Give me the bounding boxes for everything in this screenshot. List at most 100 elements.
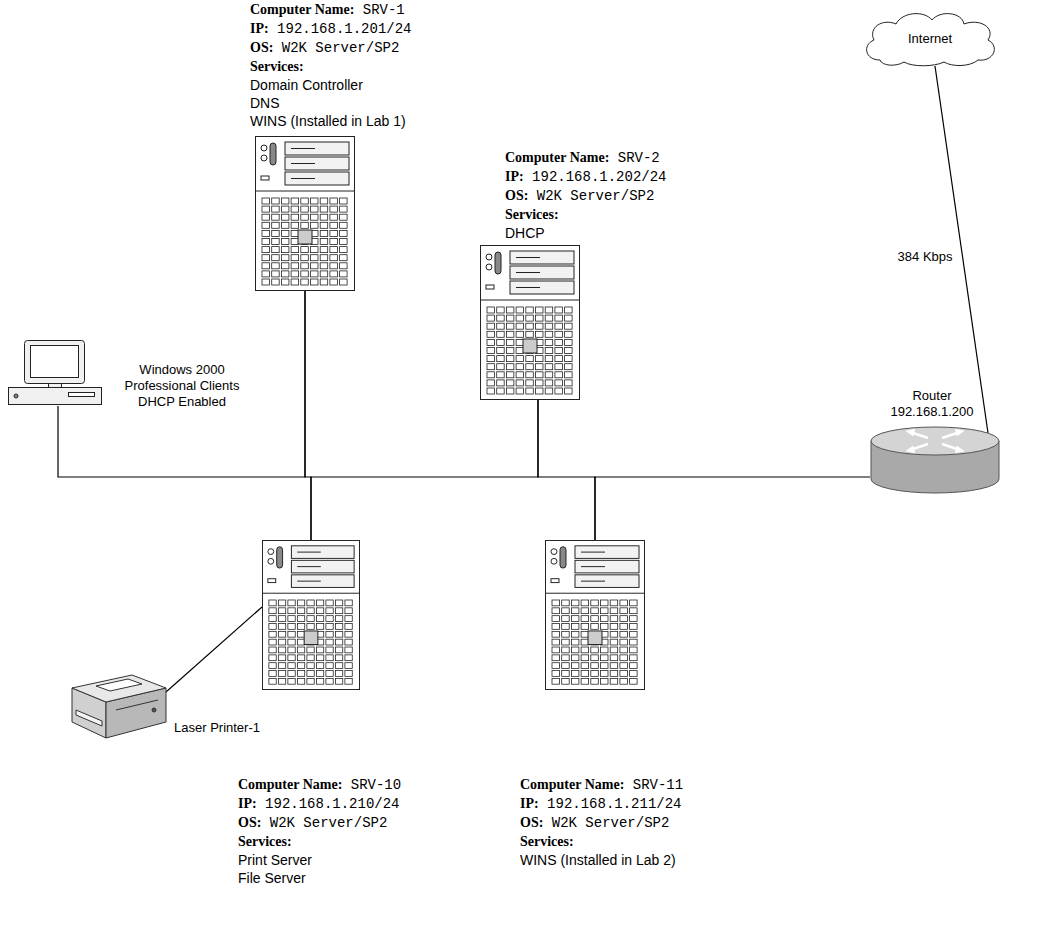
server-part [545,331,553,337]
server-part [307,600,314,606]
server-part [552,671,560,677]
server-part [269,616,276,622]
printer-node: Laser Printer-1 [66,660,260,742]
field-value: SRV-2 [609,150,659,166]
server-part [497,372,505,378]
server-part [571,678,579,684]
server-part [620,600,628,606]
server-part [545,364,553,370]
text-group: Computer Name: SRV-10IP: 192.168.1.210/2… [238,775,401,887]
server-part [340,239,348,245]
server-part [565,364,573,370]
server-icon [255,136,355,291]
text-group: Internet [860,10,1000,68]
server-part [262,206,270,212]
server-part [526,331,534,337]
router-part [955,429,964,436]
network-cable [595,477,870,540]
server-detail: IP: 192.168.1.211/24 [520,794,683,813]
field-value: SRV-11 [624,777,683,793]
server-part [562,647,570,653]
server-part [630,608,638,614]
server-part [304,631,318,645]
server-part [487,380,495,386]
server-part [311,247,319,253]
server-part [552,600,560,606]
server-part [571,639,579,645]
server-part [297,639,304,645]
server-part [565,331,573,337]
field-name: Services: [520,834,574,849]
server-part [345,671,352,677]
server-part [340,230,348,236]
server-part [291,230,299,236]
server-part [316,671,323,677]
server-part [565,307,573,313]
server-part [545,348,553,354]
device-label: Laser Printer-1 [174,720,260,736]
server-part [340,247,348,253]
server-part [291,255,299,261]
server-part [281,271,289,277]
server-part [326,647,333,653]
server-part [571,671,579,677]
server-part [281,247,289,253]
server-part [311,214,319,220]
server-part [330,214,338,220]
server-part [320,279,328,285]
server-part [510,251,574,264]
field-name: Computer Name: [520,777,624,792]
server-part [620,663,628,669]
server-part [330,206,338,212]
server-part [562,639,570,645]
field-name: Services: [250,59,304,74]
text-group: Router192.168.1.200 [872,388,992,420]
server-part [288,624,295,630]
server-part [555,315,563,321]
server-part [486,285,494,289]
server-part [320,247,328,253]
server-detail: OS: W2K Server/SP2 [238,813,401,832]
server-part [526,388,534,394]
server-part [620,608,628,614]
cloud-outline [867,14,995,66]
server-detail: Computer Name: SRV-2 [505,148,667,167]
server-part [285,172,349,185]
server-part [630,678,638,684]
server-part [545,315,553,321]
server-part [262,255,270,261]
server-part [506,348,514,354]
server-part [340,198,348,204]
field-value: 192.168.1.211/24 [539,796,682,812]
server-node: Computer Name: SRV-2IP: 192.168.1.202/24… [480,148,667,400]
server-part [345,631,352,637]
router-part [871,427,999,455]
server-part [630,671,638,677]
server-part [591,616,599,622]
server-part [285,157,349,170]
server-detail: IP: 192.168.1.210/24 [238,794,401,813]
server-part [262,263,270,269]
server-part [601,616,609,622]
server-part [516,339,524,345]
server-part [307,647,314,653]
server-part [630,631,638,637]
server-part [320,206,328,212]
server-part [552,624,560,630]
server-part [575,575,639,588]
server-part [269,647,276,653]
server-part [545,388,553,394]
server-part [555,388,563,394]
server-part [555,331,563,337]
server-part [620,639,628,645]
server-part [272,271,280,277]
server-part [281,255,289,261]
server-part [320,214,328,220]
server-part [565,380,573,386]
server-part [497,331,505,337]
server-part [487,356,495,362]
server-part [291,198,299,204]
server-part [601,663,609,669]
server-part [565,315,573,321]
server-part [281,222,289,228]
